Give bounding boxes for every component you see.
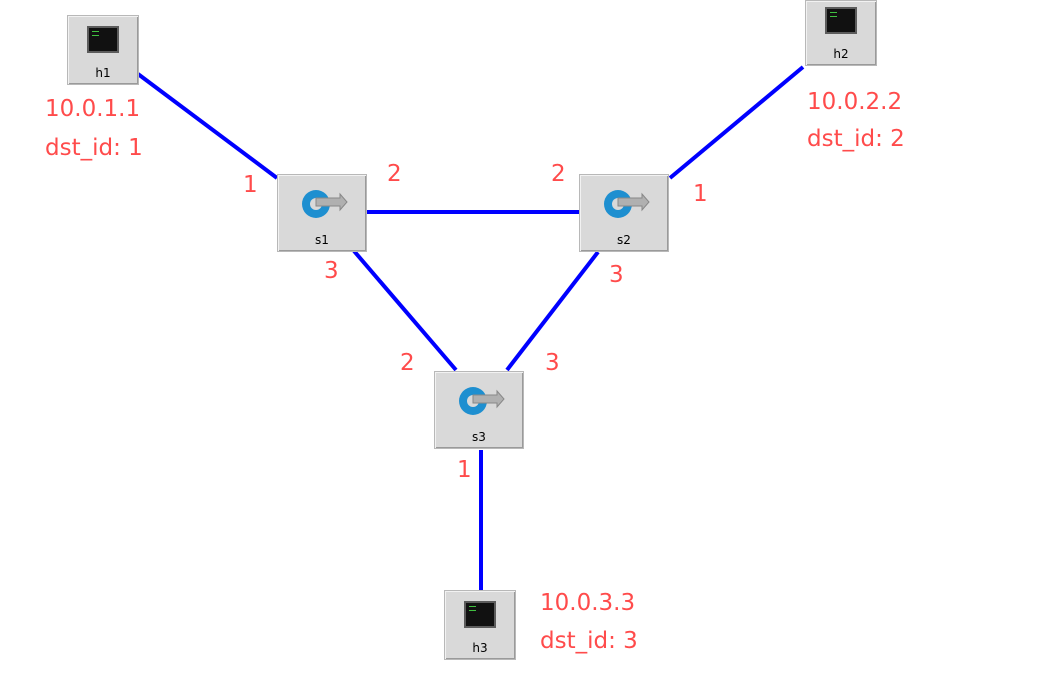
switch-icon (604, 190, 650, 218)
port-s2-h2: 1 (693, 181, 708, 207)
link-h2-s2[interactable] (668, 65, 805, 180)
terminal-icon (87, 26, 119, 53)
switch-icon (302, 190, 348, 218)
host-label-h1: h1 (95, 66, 111, 80)
port-s2-s1: 2 (551, 161, 566, 187)
port-s3-h3: 1 (457, 457, 472, 483)
port-s3-s2: 3 (545, 350, 560, 376)
h2-dst-id-label: dst_id: 2 (807, 126, 905, 152)
switch-label-s2: s2 (617, 233, 631, 247)
h1-dst-id-label: dst_id: 1 (45, 135, 143, 161)
switch-s2[interactable]: s2 (579, 174, 669, 252)
terminal-icon (464, 601, 496, 628)
terminal-icon (825, 7, 857, 34)
host-h2[interactable]: h2 (805, 0, 877, 66)
h2-ip-label: 10.0.2.2 (807, 89, 903, 115)
switch-label-s3: s3 (472, 430, 486, 444)
host-label-h2: h2 (833, 47, 849, 61)
port-s3-s1: 2 (400, 350, 415, 376)
switch-s1[interactable]: s1 (277, 174, 367, 252)
port-s1-h1: 1 (243, 172, 258, 198)
host-label-h3: h3 (472, 641, 488, 655)
port-s1-s2: 2 (387, 161, 402, 187)
switch-label-s1: s1 (315, 233, 329, 247)
switch-icon (459, 387, 505, 415)
link-s1-s3[interactable] (352, 249, 458, 372)
link-s2-s3[interactable] (505, 250, 600, 372)
host-h3[interactable]: h3 (444, 590, 516, 660)
h3-ip-label: 10.0.3.3 (540, 590, 636, 616)
port-s2-s3: 3 (609, 262, 624, 288)
port-s1-s3: 3 (324, 258, 339, 284)
h3-dst-id-label: dst_id: 3 (540, 628, 638, 654)
host-h1[interactable]: h1 (67, 15, 139, 85)
h1-ip-label: 10.0.1.1 (45, 96, 141, 122)
link-h1-s1[interactable] (136, 72, 279, 180)
switch-s3[interactable]: s3 (434, 371, 524, 449)
